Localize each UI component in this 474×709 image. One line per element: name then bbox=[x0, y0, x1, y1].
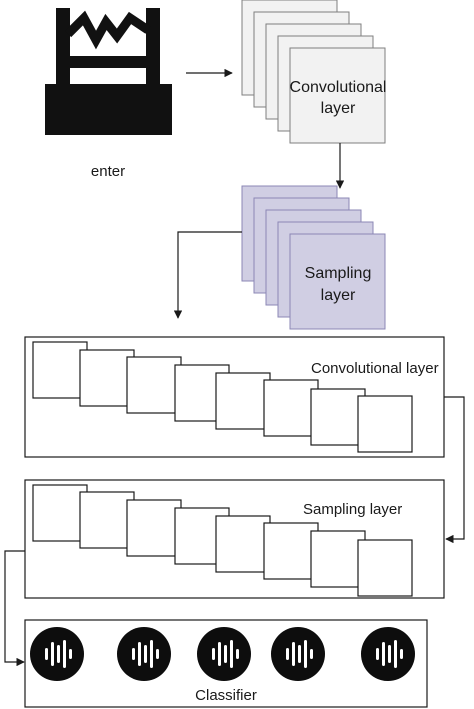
factory-icon bbox=[45, 8, 172, 135]
pool1-stack bbox=[241, 185, 386, 330]
audio-waveform-icon bbox=[117, 627, 171, 681]
conv2-map bbox=[215, 372, 271, 430]
arrow-pool2-to-classifier bbox=[4, 550, 25, 667]
pool2-map bbox=[357, 539, 413, 597]
conv2-map bbox=[126, 356, 182, 414]
conv2-map bbox=[357, 395, 413, 453]
conv1-map bbox=[289, 47, 386, 144]
pool2-maps bbox=[32, 484, 413, 597]
audio-waveform-icon bbox=[197, 627, 251, 681]
pool2-map bbox=[79, 491, 135, 549]
arrow-pool1-to-conv2 bbox=[173, 231, 242, 319]
arrow-conv2-to-pool2 bbox=[444, 396, 465, 544]
pool2-map bbox=[310, 530, 366, 588]
pool1-label-line2: layer bbox=[321, 287, 356, 304]
classifier-icons bbox=[30, 627, 415, 681]
conv2-maps bbox=[32, 341, 413, 453]
pool2-map bbox=[263, 522, 319, 580]
pool2-map bbox=[32, 484, 88, 542]
classifier-label: Classifier bbox=[195, 687, 257, 704]
conv2-map bbox=[79, 349, 135, 407]
conv1-stack bbox=[241, 0, 386, 144]
conv2-map bbox=[263, 379, 319, 437]
pool1-label-line1: Sampling bbox=[305, 265, 372, 282]
conv2-map bbox=[32, 341, 88, 399]
pool1-map bbox=[289, 233, 386, 330]
conv2-map bbox=[310, 388, 366, 446]
input-label: enter bbox=[91, 163, 125, 180]
pool2-label: Sampling layer bbox=[303, 501, 402, 518]
pool2-map bbox=[215, 515, 271, 573]
conv2-label: Convolutional layer bbox=[311, 360, 439, 377]
audio-waveform-icon bbox=[271, 627, 325, 681]
pool2-map bbox=[126, 499, 182, 557]
audio-waveform-icon bbox=[30, 627, 84, 681]
conv1-label-line2: layer bbox=[321, 100, 356, 117]
audio-waveform-icon bbox=[361, 627, 415, 681]
conv1-label-line1: Convolutional bbox=[290, 79, 387, 96]
